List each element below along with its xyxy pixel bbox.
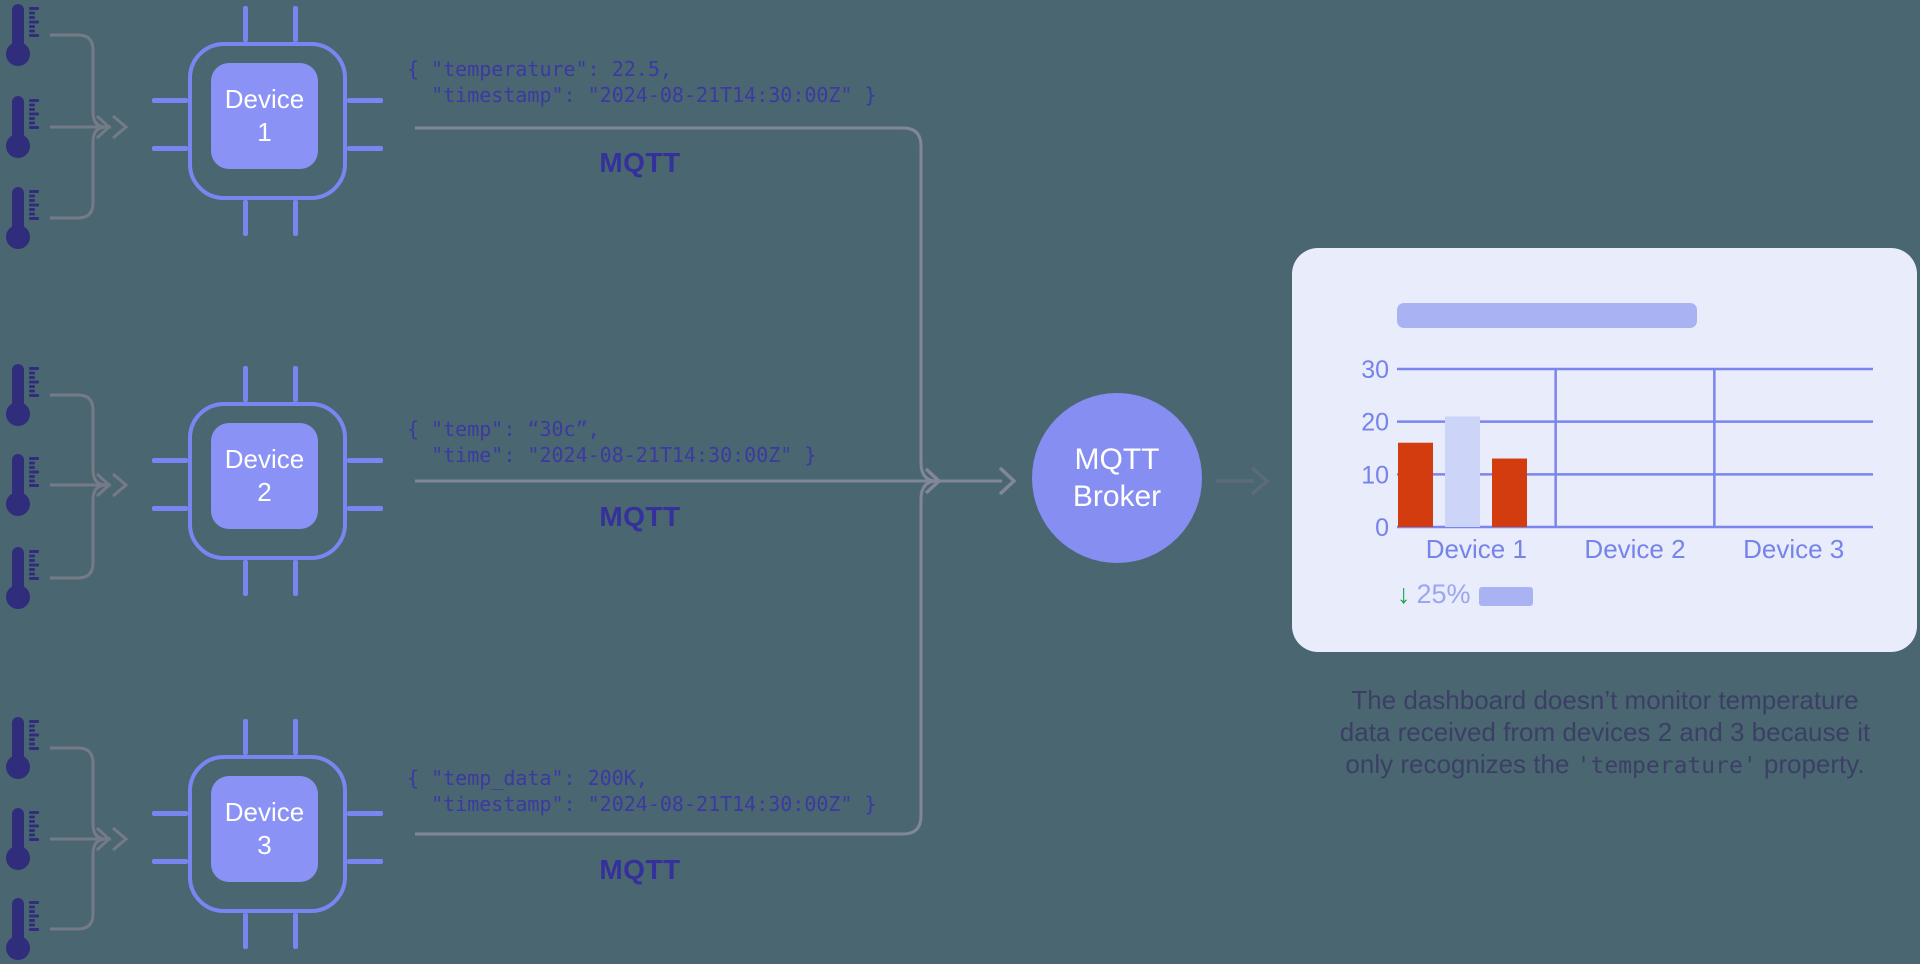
merge-arrow-icon [924, 467, 942, 495]
device-name: Device [224, 797, 305, 827]
chip-pin [293, 366, 298, 402]
caption-line: The dashboard doesn’t monitor temperatur… [1351, 685, 1859, 715]
caption-text: only recognizes the [1345, 749, 1577, 779]
chip-pin [152, 146, 188, 151]
payload-line: "time": "2024-08-21T14:30:00Z" } [407, 443, 817, 467]
chip-pin [243, 560, 248, 596]
arrow-down-icon: ↓ [1397, 579, 1411, 609]
mqtt-broker-node: MQTT Broker [1032, 393, 1202, 563]
payload-line: "timestamp": "2024-08-21T14:30:00Z" } [407, 83, 877, 107]
broker-label: Broker [1072, 480, 1162, 513]
chart-title-placeholder [1397, 303, 1697, 328]
mqtt-protocol-label: MQTT [599, 854, 681, 885]
chip-pin [293, 913, 298, 949]
device-1-chip: Device 1 [152, 6, 383, 236]
broker-label: MQTT [1074, 443, 1160, 476]
device-3-payload: { "temp_data": 200K, "timestamp": "2024-… [407, 765, 877, 817]
sensor-merge-connector-device-3 [50, 746, 129, 931]
mqtt-protocol-label: MQTT [599, 501, 681, 532]
thermometer-icon [6, 716, 40, 780]
broker-arrow-icon [998, 466, 1017, 496]
thermometer-icon [6, 453, 40, 517]
device-name: Device [224, 84, 305, 114]
svg-text:Device 2: Device 2 [1584, 534, 1685, 564]
device-1-label: Device 1 [211, 63, 318, 169]
chip-pin [152, 859, 188, 864]
sensor-merge-connector-device-1 [50, 33, 129, 220]
payload-line: "timestamp": "2024-08-21T14:30:00Z" } [407, 792, 877, 816]
device-3-chip: Device 3 [152, 719, 383, 949]
thermometer-icon [6, 897, 40, 961]
svg-text:10: 10 [1361, 461, 1389, 489]
thermometer-icon [6, 95, 40, 159]
caption-line: data received from devices 2 and 3 becau… [1339, 717, 1871, 747]
chip-pin [243, 913, 248, 949]
thermometer-icon [6, 363, 40, 427]
caption-line: only recognizes the 'temperature' proper… [1285, 748, 1920, 782]
broker-to-dashboard-arrow-icon [1216, 466, 1270, 496]
device-2-label: Device 2 [211, 423, 318, 529]
svg-text:20: 20 [1361, 409, 1389, 437]
thermometer-icon [6, 807, 40, 871]
chip-pin [152, 811, 188, 816]
chip-pin [243, 366, 248, 402]
svg-text:0: 0 [1375, 514, 1389, 542]
chip-pin [347, 98, 383, 103]
chip-pin [347, 458, 383, 463]
legend-swatch [1478, 586, 1533, 606]
sensor-merge-connector-device-2 [50, 393, 129, 580]
svg-text:Device 1: Device 1 [1426, 534, 1527, 564]
mqtt-flow-lines [415, 126, 1017, 836]
chip-pin [243, 6, 248, 42]
payload-line: { "temp_data": 200K, [407, 766, 648, 790]
caption-text: property. [1756, 749, 1865, 779]
device-name: Device [224, 444, 305, 474]
payload-line: { "temperature": 22.5, [407, 57, 672, 81]
chip-pin [152, 458, 188, 463]
thermometer-icon [6, 546, 40, 610]
chip-pin [243, 200, 248, 236]
mqtt-protocol-label: MQTT [599, 147, 681, 178]
svg-text:30: 30 [1361, 356, 1389, 384]
thermometer-icon [6, 186, 40, 250]
caption-code: 'temperature' [1576, 753, 1757, 779]
diagram-caption: The dashboard doesn’t monitor temperatur… [1285, 684, 1920, 782]
device-3-label: Device 3 [211, 776, 318, 882]
chip-pin [347, 146, 383, 151]
device-number: 1 [257, 117, 272, 147]
chip-pin [293, 200, 298, 236]
device-number: 2 [257, 477, 272, 507]
chip-pin [347, 859, 383, 864]
device-1-payload: { "temperature": 22.5, "timestamp": "202… [407, 56, 877, 108]
chip-pin [152, 506, 188, 511]
chip-pin [347, 811, 383, 816]
chip-pin [293, 6, 298, 42]
device-2-chip: Device 2 [152, 366, 383, 596]
chip-pin [243, 719, 248, 755]
chip-pin [293, 560, 298, 596]
chip-pin [152, 98, 188, 103]
chip-pin [293, 719, 298, 755]
device-number: 3 [257, 830, 272, 860]
chart-legend: ↓ 25% [1397, 581, 1533, 608]
device-2-payload: { "temp": “30c”, "time": "2024-08-21T14:… [407, 416, 816, 468]
svg-text:Device 3: Device 3 [1743, 534, 1844, 564]
change-percentage: 25% [1416, 579, 1471, 609]
thermometer-icon [6, 3, 40, 67]
payload-line: { "temp": “30c”, [407, 417, 600, 441]
chip-pin [347, 506, 383, 511]
